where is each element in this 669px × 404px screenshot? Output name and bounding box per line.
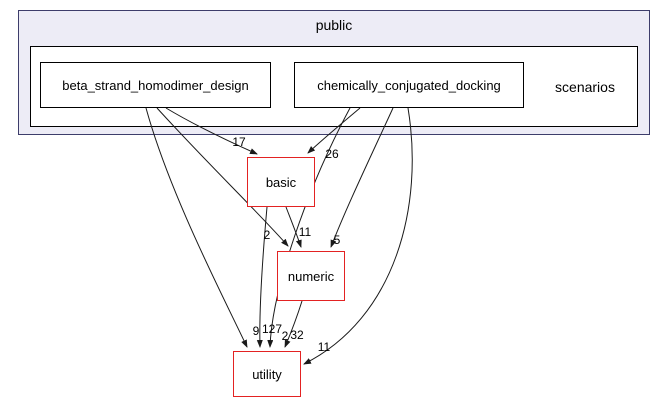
edge-label: 17 <box>232 135 246 149</box>
node-label: utility <box>252 366 282 382</box>
node-label: beta_strand_homodimer_design <box>62 77 249 93</box>
cluster-scenarios-label: scenarios <box>555 79 615 95</box>
cluster-public-label: public <box>315 17 353 33</box>
node-beta-strand-homodimer-design[interactable]: beta_strand_homodimer_design <box>40 62 271 108</box>
node-numeric[interactable]: numeric <box>277 251 345 301</box>
edge-label: 2 <box>282 329 289 343</box>
edge-label: 11 <box>299 225 312 239</box>
edge-label: 32 <box>290 328 304 342</box>
edge-label: 11 <box>318 340 331 354</box>
edge-beta-utility <box>145 107 248 348</box>
edge-numeric-utility <box>284 300 303 348</box>
node-basic[interactable]: basic <box>247 157 315 207</box>
edge-basic-numeric <box>285 206 302 248</box>
node-label: numeric <box>287 268 335 284</box>
edge-label: 127 <box>262 322 282 336</box>
edge-label: 26 <box>325 147 339 161</box>
edge-label: 5 <box>334 233 341 247</box>
node-utility[interactable]: utility <box>233 351 301 397</box>
edge-chem-utility-right <box>303 107 413 365</box>
edge-chem-utility-mid <box>267 107 351 348</box>
edge-label: 9 <box>253 324 260 338</box>
node-label: basic <box>265 174 297 190</box>
edge-label: 2 <box>264 228 271 242</box>
node-label: chemically_conjugated_docking <box>317 77 501 93</box>
node-chemically-conjugated-docking[interactable]: chemically_conjugated_docking <box>294 62 524 108</box>
edge-basic-utility <box>256 206 268 348</box>
